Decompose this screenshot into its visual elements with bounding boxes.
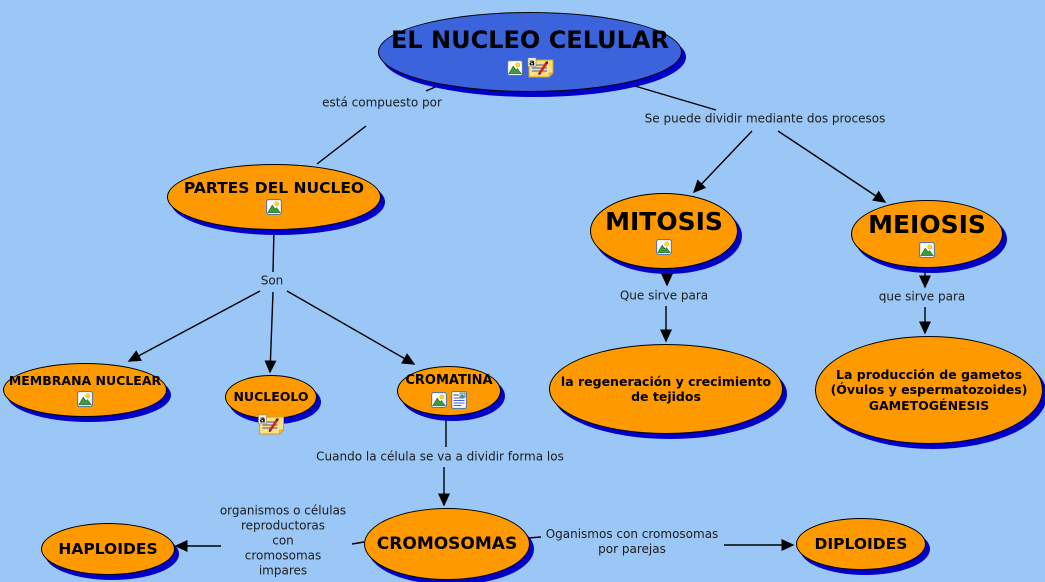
linking-phrase-se-puede-dividir[interactable]: Se puede dividir mediante dos procesos xyxy=(645,112,886,127)
concept-node-label: HAPLOIDES xyxy=(58,539,158,558)
svg-text:a: a xyxy=(260,415,266,425)
concept-node-label: CROMATINA xyxy=(405,373,493,389)
concept-node-label: EL NUCLEO CELULAR xyxy=(391,25,669,54)
concept-node-mitosis[interactable]: MITOSIS xyxy=(590,193,738,269)
edge-dividir-to-mitosis xyxy=(692,130,753,194)
concept-node-label: de tejidos xyxy=(631,389,701,404)
concept-node-label: la regeneración y crecimiento xyxy=(560,373,772,389)
linking-phrase-line: está compuesto por xyxy=(322,95,442,110)
edge-son-to-membrana xyxy=(127,290,261,362)
annotation-icon[interactable]: a xyxy=(258,414,285,435)
picture-icon[interactable] xyxy=(77,390,93,407)
concept-node-cromatina[interactable]: CROMATINA xyxy=(397,366,501,416)
concept-node-cromosomas[interactable]: CROMOSOMAS xyxy=(364,508,530,580)
linking-phrase-line: cromosomas xyxy=(244,548,322,563)
picture-icon[interactable] xyxy=(266,199,282,216)
linking-phrase-que-sirve-para-2[interactable]: que sirve para xyxy=(879,290,966,305)
concept-node-label: GAMETOGÉNESIS xyxy=(868,397,990,413)
resource-icon-row xyxy=(266,199,282,216)
edge-dividir-to-meiosis xyxy=(777,130,887,203)
concept-node-nucleo-celular[interactable]: EL NUCLEO CELULAR a xyxy=(378,12,682,92)
concept-node-label: MEIOSIS xyxy=(868,209,986,239)
edge-compuesto-to-partes xyxy=(316,125,367,165)
concept-node-label: MITOSIS xyxy=(605,206,723,236)
linking-phrase-line: que sirve para xyxy=(878,289,966,304)
linking-phrase-line: impares xyxy=(258,563,308,578)
concept-node-partes-del-nucleo[interactable]: PARTES DEL NUCLEO xyxy=(167,164,381,230)
linking-phrase-esta-compuesto-por[interactable]: está compuesto por xyxy=(322,96,442,111)
linking-phrase-que-sirve-para-1[interactable]: Que sirve para xyxy=(620,289,708,304)
concept-node-label: (Óvulos y espermatozoides) xyxy=(830,382,1028,398)
concept-node-diploides[interactable]: DIPLOIDES xyxy=(796,518,926,570)
edge-son-to-cromatina xyxy=(286,290,416,365)
concept-node-meiosis[interactable]: MEIOSIS xyxy=(851,200,1003,268)
resource-icon-row xyxy=(919,242,935,259)
concept-node-haploides[interactable]: HAPLOIDES xyxy=(41,523,175,575)
concept-node-label: La producción de gametos xyxy=(836,367,1022,383)
concept-node-membrana-nuclear[interactable]: MEMBRANA NUCLEAR xyxy=(3,363,167,417)
concept-node-label: DIPLOIDES xyxy=(814,534,908,553)
linking-phrase-line: Son xyxy=(260,273,284,288)
linking-phrase-son[interactable]: Son xyxy=(261,274,284,289)
edge-nucleo-to-dividir xyxy=(627,83,717,111)
edge-cromosomas-to-oganismos xyxy=(527,536,542,539)
picture-icon[interactable] xyxy=(431,391,447,408)
edge-son-to-nucleolo xyxy=(264,291,277,374)
concept-node-produccion-gametos[interactable]: La producción de gametos(Óvulos y esperm… xyxy=(815,336,1043,444)
concept-node-nucleolo[interactable]: NUCLEOLO a xyxy=(225,375,317,435)
linking-phrase-line: organismos o células xyxy=(219,503,347,518)
resource-icon-row: a xyxy=(506,57,554,78)
linking-phrase-line: por parejas xyxy=(598,542,666,556)
concept-node-label: PARTES DEL NUCLEO xyxy=(183,178,365,197)
concept-node-label: MEMBRANA NUCLEAR xyxy=(8,373,162,389)
concept-node-label: CROMOSOMAS xyxy=(376,533,518,554)
edge-cromosomas-to-organismos xyxy=(351,541,365,545)
resource-icon-row: a xyxy=(258,414,285,435)
resource-icon-row xyxy=(656,239,672,256)
linking-phrase-cuando-la-celula[interactable]: Cuando la célula se va a dividir forma l… xyxy=(316,450,564,465)
resource-icon-row xyxy=(431,390,467,409)
edge-partes-to-son xyxy=(272,227,275,273)
linking-phrase-line: reproductoras xyxy=(240,518,326,533)
svg-text:a: a xyxy=(529,59,535,69)
concept-node-label: NUCLEOLO xyxy=(233,389,309,405)
picture-icon[interactable] xyxy=(506,59,523,76)
linking-phrase-line: Oganismos con cromosomas xyxy=(545,527,719,541)
annotation-icon[interactable]: a xyxy=(527,57,554,78)
resource-icon-row xyxy=(77,390,93,407)
picture-icon[interactable] xyxy=(919,242,935,259)
linking-phrase-line: Cuando la célula se va a dividir forma l… xyxy=(316,449,564,464)
picture-icon[interactable] xyxy=(656,239,672,256)
linking-phrase-line: Se puede dividir mediante dos procesos xyxy=(644,111,886,126)
text-resource-icon[interactable] xyxy=(451,390,467,409)
linking-phrase-line: con xyxy=(272,533,294,548)
linking-phrase-line: Que sirve para xyxy=(619,288,709,303)
